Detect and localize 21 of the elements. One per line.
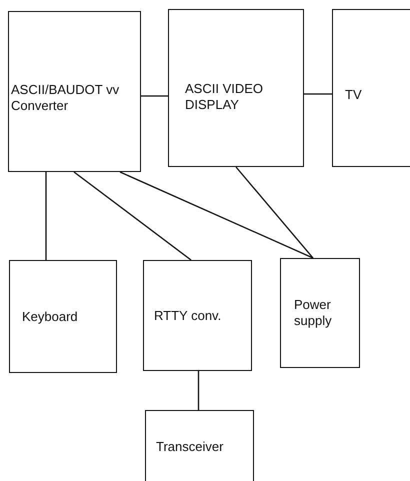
block-box (143, 260, 252, 371)
block-box (145, 410, 254, 481)
block-box (8, 11, 141, 172)
connector-line (120, 171, 314, 259)
block-label: RTTY conv. (154, 308, 222, 324)
connector-line (236, 166, 314, 258)
block-label: Power supply (294, 297, 333, 328)
block-box (332, 9, 410, 167)
block-label: ASCII/BAUDOT vv Converter (11, 82, 120, 114)
block-box (280, 258, 360, 368)
block-label: TV (345, 87, 363, 103)
connector-line (74, 171, 192, 261)
connector-line (141, 95, 168, 97)
block-label: ASCII VIDEO DISPLAY (185, 81, 264, 112)
block-label: Keyboard (22, 309, 79, 325)
block-box (9, 260, 117, 373)
connector-line (198, 371, 200, 410)
block-label: Transceiver (156, 439, 224, 455)
block-box (168, 9, 304, 167)
connector-line (304, 93, 332, 95)
connector-line (45, 172, 47, 260)
